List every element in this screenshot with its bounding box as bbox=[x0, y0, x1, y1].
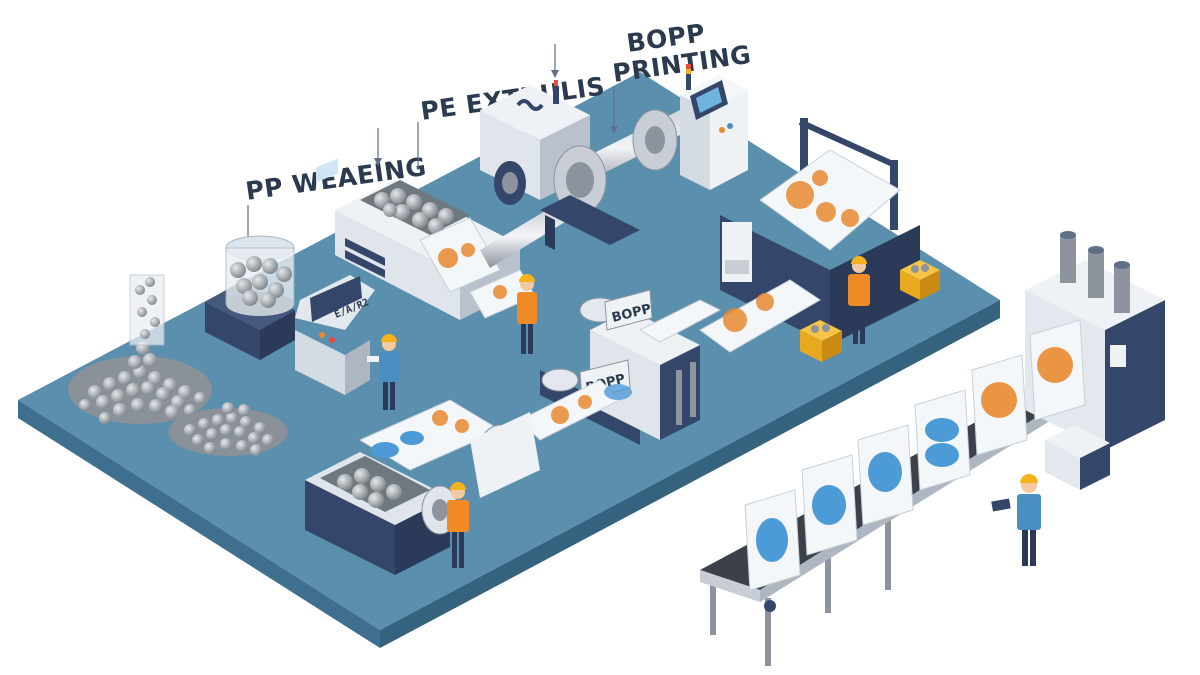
bag-2 bbox=[801, 454, 858, 556]
bopp-printing-cabinet bbox=[632, 64, 748, 190]
pp-weaving-machine bbox=[335, 180, 536, 320]
bag-3 bbox=[857, 424, 914, 526]
bag-4 bbox=[914, 389, 971, 491]
worker-press bbox=[848, 256, 870, 344]
control-screen bbox=[316, 158, 338, 183]
bag-5 bbox=[971, 354, 1028, 456]
control-kiosk: E/A/R2 bbox=[295, 158, 375, 395]
factory-floor bbox=[18, 72, 1000, 648]
worker-bag-machine bbox=[447, 482, 469, 568]
worker-inspector bbox=[991, 474, 1041, 566]
yellow-crate-1 bbox=[900, 260, 940, 300]
pellet-pile-right bbox=[168, 402, 288, 456]
bopp-printing-label-group: BOPP PRINTING bbox=[610, 18, 753, 134]
pe-extrusion-machine bbox=[480, 80, 700, 268]
bag-1 bbox=[744, 489, 801, 591]
bag-making-machine bbox=[305, 399, 540, 575]
pellet-pile-left bbox=[68, 341, 212, 424]
cabinet-screen bbox=[696, 87, 722, 113]
yellow-crate-2 bbox=[800, 320, 842, 362]
bopp-printing-press-upper bbox=[699, 118, 920, 353]
pellet-hopper bbox=[205, 235, 295, 360]
worker-weaving bbox=[517, 274, 537, 354]
pellet-tube bbox=[129, 274, 165, 346]
bopp-lamination-line: BOPP BOPP bbox=[519, 289, 722, 445]
bag-6 bbox=[1029, 319, 1086, 421]
worker-kiosk bbox=[367, 334, 399, 410]
